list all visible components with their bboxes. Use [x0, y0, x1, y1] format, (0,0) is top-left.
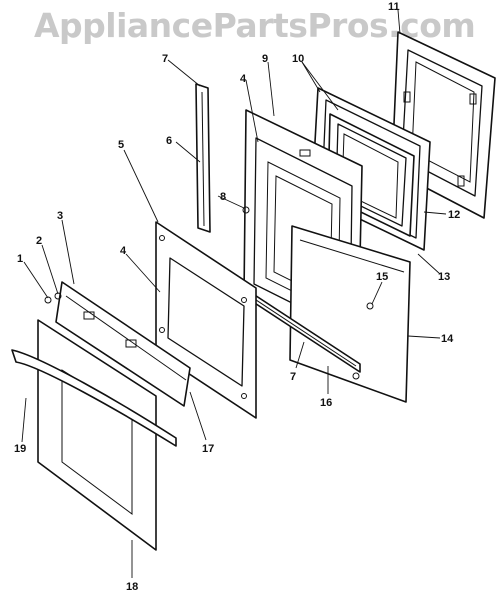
callout-3: 3 [57, 210, 63, 222]
leader-lines [21, 9, 447, 578]
callout-5: 5 [118, 139, 124, 151]
small-fasteners [44, 206, 374, 380]
callout-1: 1 [17, 253, 23, 265]
callout-7b: 7 [290, 371, 296, 383]
callout-2: 2 [36, 235, 42, 247]
callout-10: 10 [292, 53, 304, 65]
part-6-side-strip [195, 83, 211, 233]
callout-8: 8 [220, 191, 226, 203]
part-19-door-handle [11, 349, 177, 447]
callout-labels: 1 2 3 4 4 5 6 7 7 8 9 10 11 12 13 14 15 … [14, 1, 460, 593]
callout-18: 18 [126, 581, 138, 593]
callout-4a: 4 [120, 245, 127, 257]
callout-16: 16 [320, 397, 332, 409]
part-5-baffle-panel [155, 221, 257, 419]
callout-9: 9 [262, 53, 268, 65]
callout-15: 15 [376, 271, 388, 283]
part-14-back-panel [289, 225, 411, 403]
callout-12: 12 [448, 209, 460, 221]
callout-19: 19 [14, 443, 26, 455]
callout-4b: 4 [240, 73, 247, 85]
callout-14: 14 [441, 333, 454, 345]
part-17-trim-bar [55, 281, 191, 407]
callout-17: 17 [202, 443, 214, 455]
callout-13: 13 [438, 271, 450, 283]
callout-11: 11 [388, 1, 400, 13]
callout-6: 6 [166, 135, 172, 147]
callout-7a: 7 [162, 53, 168, 65]
